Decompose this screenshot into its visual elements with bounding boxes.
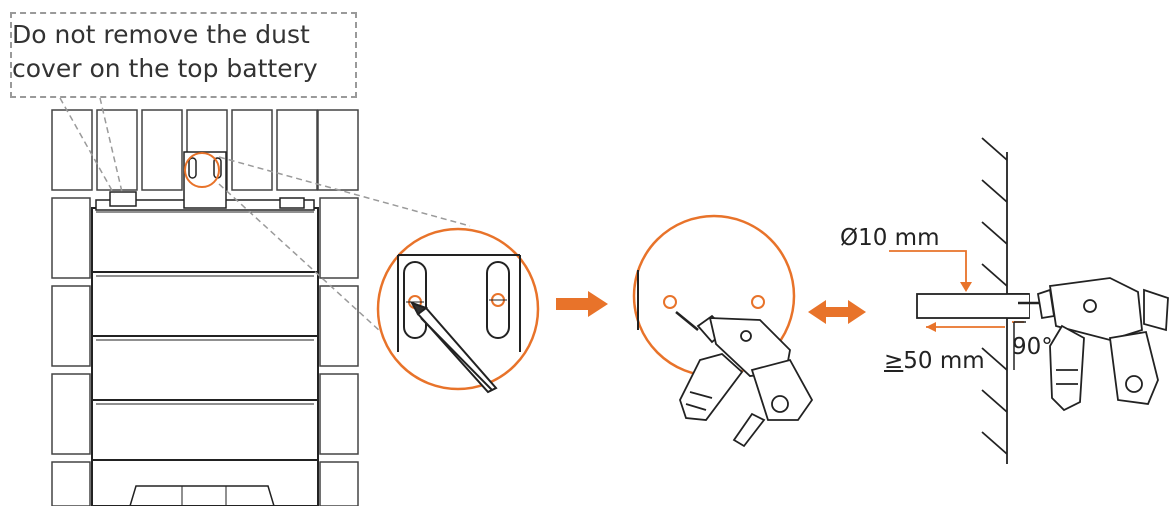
zoom-lines xyxy=(218,156,471,343)
dimension-lines xyxy=(889,250,1024,332)
battery-stack xyxy=(91,207,319,506)
hole-diameter-label: Ø10 mm xyxy=(840,225,940,251)
drill-hole xyxy=(916,293,1030,319)
depth-label: ≥50 mm xyxy=(884,348,985,374)
double-arrow-icon xyxy=(808,300,866,324)
note-line-2: cover on the top battery xyxy=(12,54,318,83)
pencil-icon xyxy=(409,301,498,394)
arrow-right-icon xyxy=(556,291,608,317)
drill-icon xyxy=(1018,277,1169,412)
angle-label: 90° xyxy=(1012,334,1053,360)
mounting-bracket xyxy=(183,151,227,209)
note-callout-lines xyxy=(59,97,123,195)
depth-value: 50 mm xyxy=(903,348,985,374)
angle-mark xyxy=(1013,321,1026,370)
dust-cover-note: Do not remove the dust cover on the top … xyxy=(10,12,357,98)
depth-prefix: ≥ xyxy=(884,348,904,374)
drill-icon xyxy=(675,311,814,448)
note-line-1: Do not remove the dust xyxy=(12,20,310,49)
detail-marking xyxy=(376,227,540,391)
